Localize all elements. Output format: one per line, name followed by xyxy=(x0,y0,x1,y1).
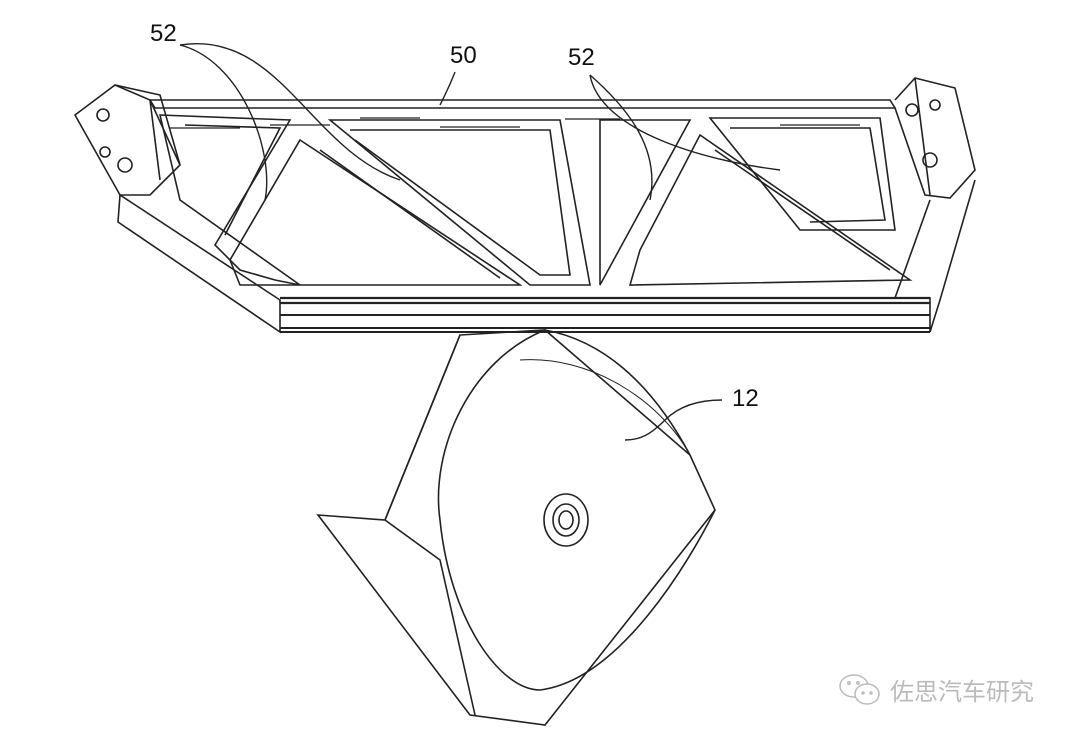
watermark-text: 佐思汽车研究 xyxy=(890,678,1034,706)
bracket-50 xyxy=(73,77,976,334)
motor-12 xyxy=(316,329,716,726)
label-50: 50 xyxy=(450,42,477,69)
leader-lines xyxy=(179,43,781,441)
watermark: 佐思汽车研究 xyxy=(838,672,1034,707)
wechat-icon xyxy=(839,673,880,705)
label-52-left: 52 xyxy=(150,20,177,47)
label-52-right: 52 xyxy=(568,44,595,71)
label-12: 12 xyxy=(732,385,759,412)
